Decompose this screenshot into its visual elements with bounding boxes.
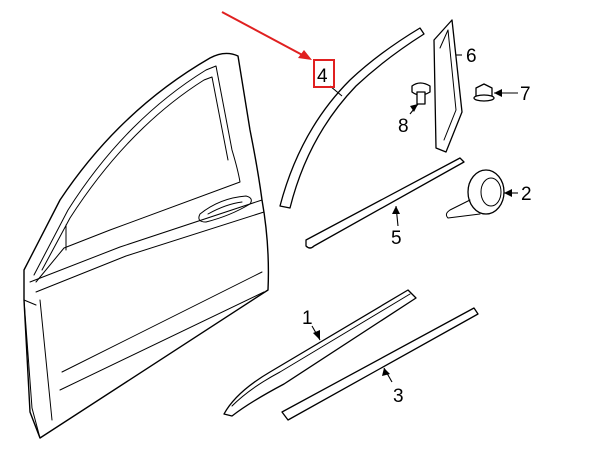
part-6-pillar-trim	[433, 19, 463, 153]
callout-labels: 4 6 7 8 2 5 1 3	[302, 46, 532, 407]
callout-2: 2	[521, 184, 532, 205]
red-highlight-box	[313, 59, 335, 88]
callout-5: 5	[391, 228, 402, 249]
red-arrow-head	[298, 50, 312, 60]
callout-1: 1	[302, 308, 313, 329]
callout-6: 6	[466, 46, 477, 67]
part-2-tape-roll	[445, 169, 505, 219]
part-5-belt-moulding	[305, 157, 465, 249]
callout-7: 7	[520, 84, 531, 105]
door-shell	[23, 52, 270, 439]
callout-3: 3	[393, 386, 404, 407]
red-arrow-shaft	[221, 11, 309, 59]
part-4-frame-moulding	[279, 27, 425, 209]
callout-8: 8	[398, 116, 409, 137]
callout-4: 4	[317, 66, 328, 87]
part-3-lower-moulding	[281, 307, 479, 421]
part-8-clip	[411, 82, 431, 105]
part-1-body-moulding	[223, 289, 417, 417]
part-7-screw	[473, 83, 495, 102]
highlight-callout-4	[221, 11, 335, 88]
leader-arrows	[313, 89, 512, 376]
